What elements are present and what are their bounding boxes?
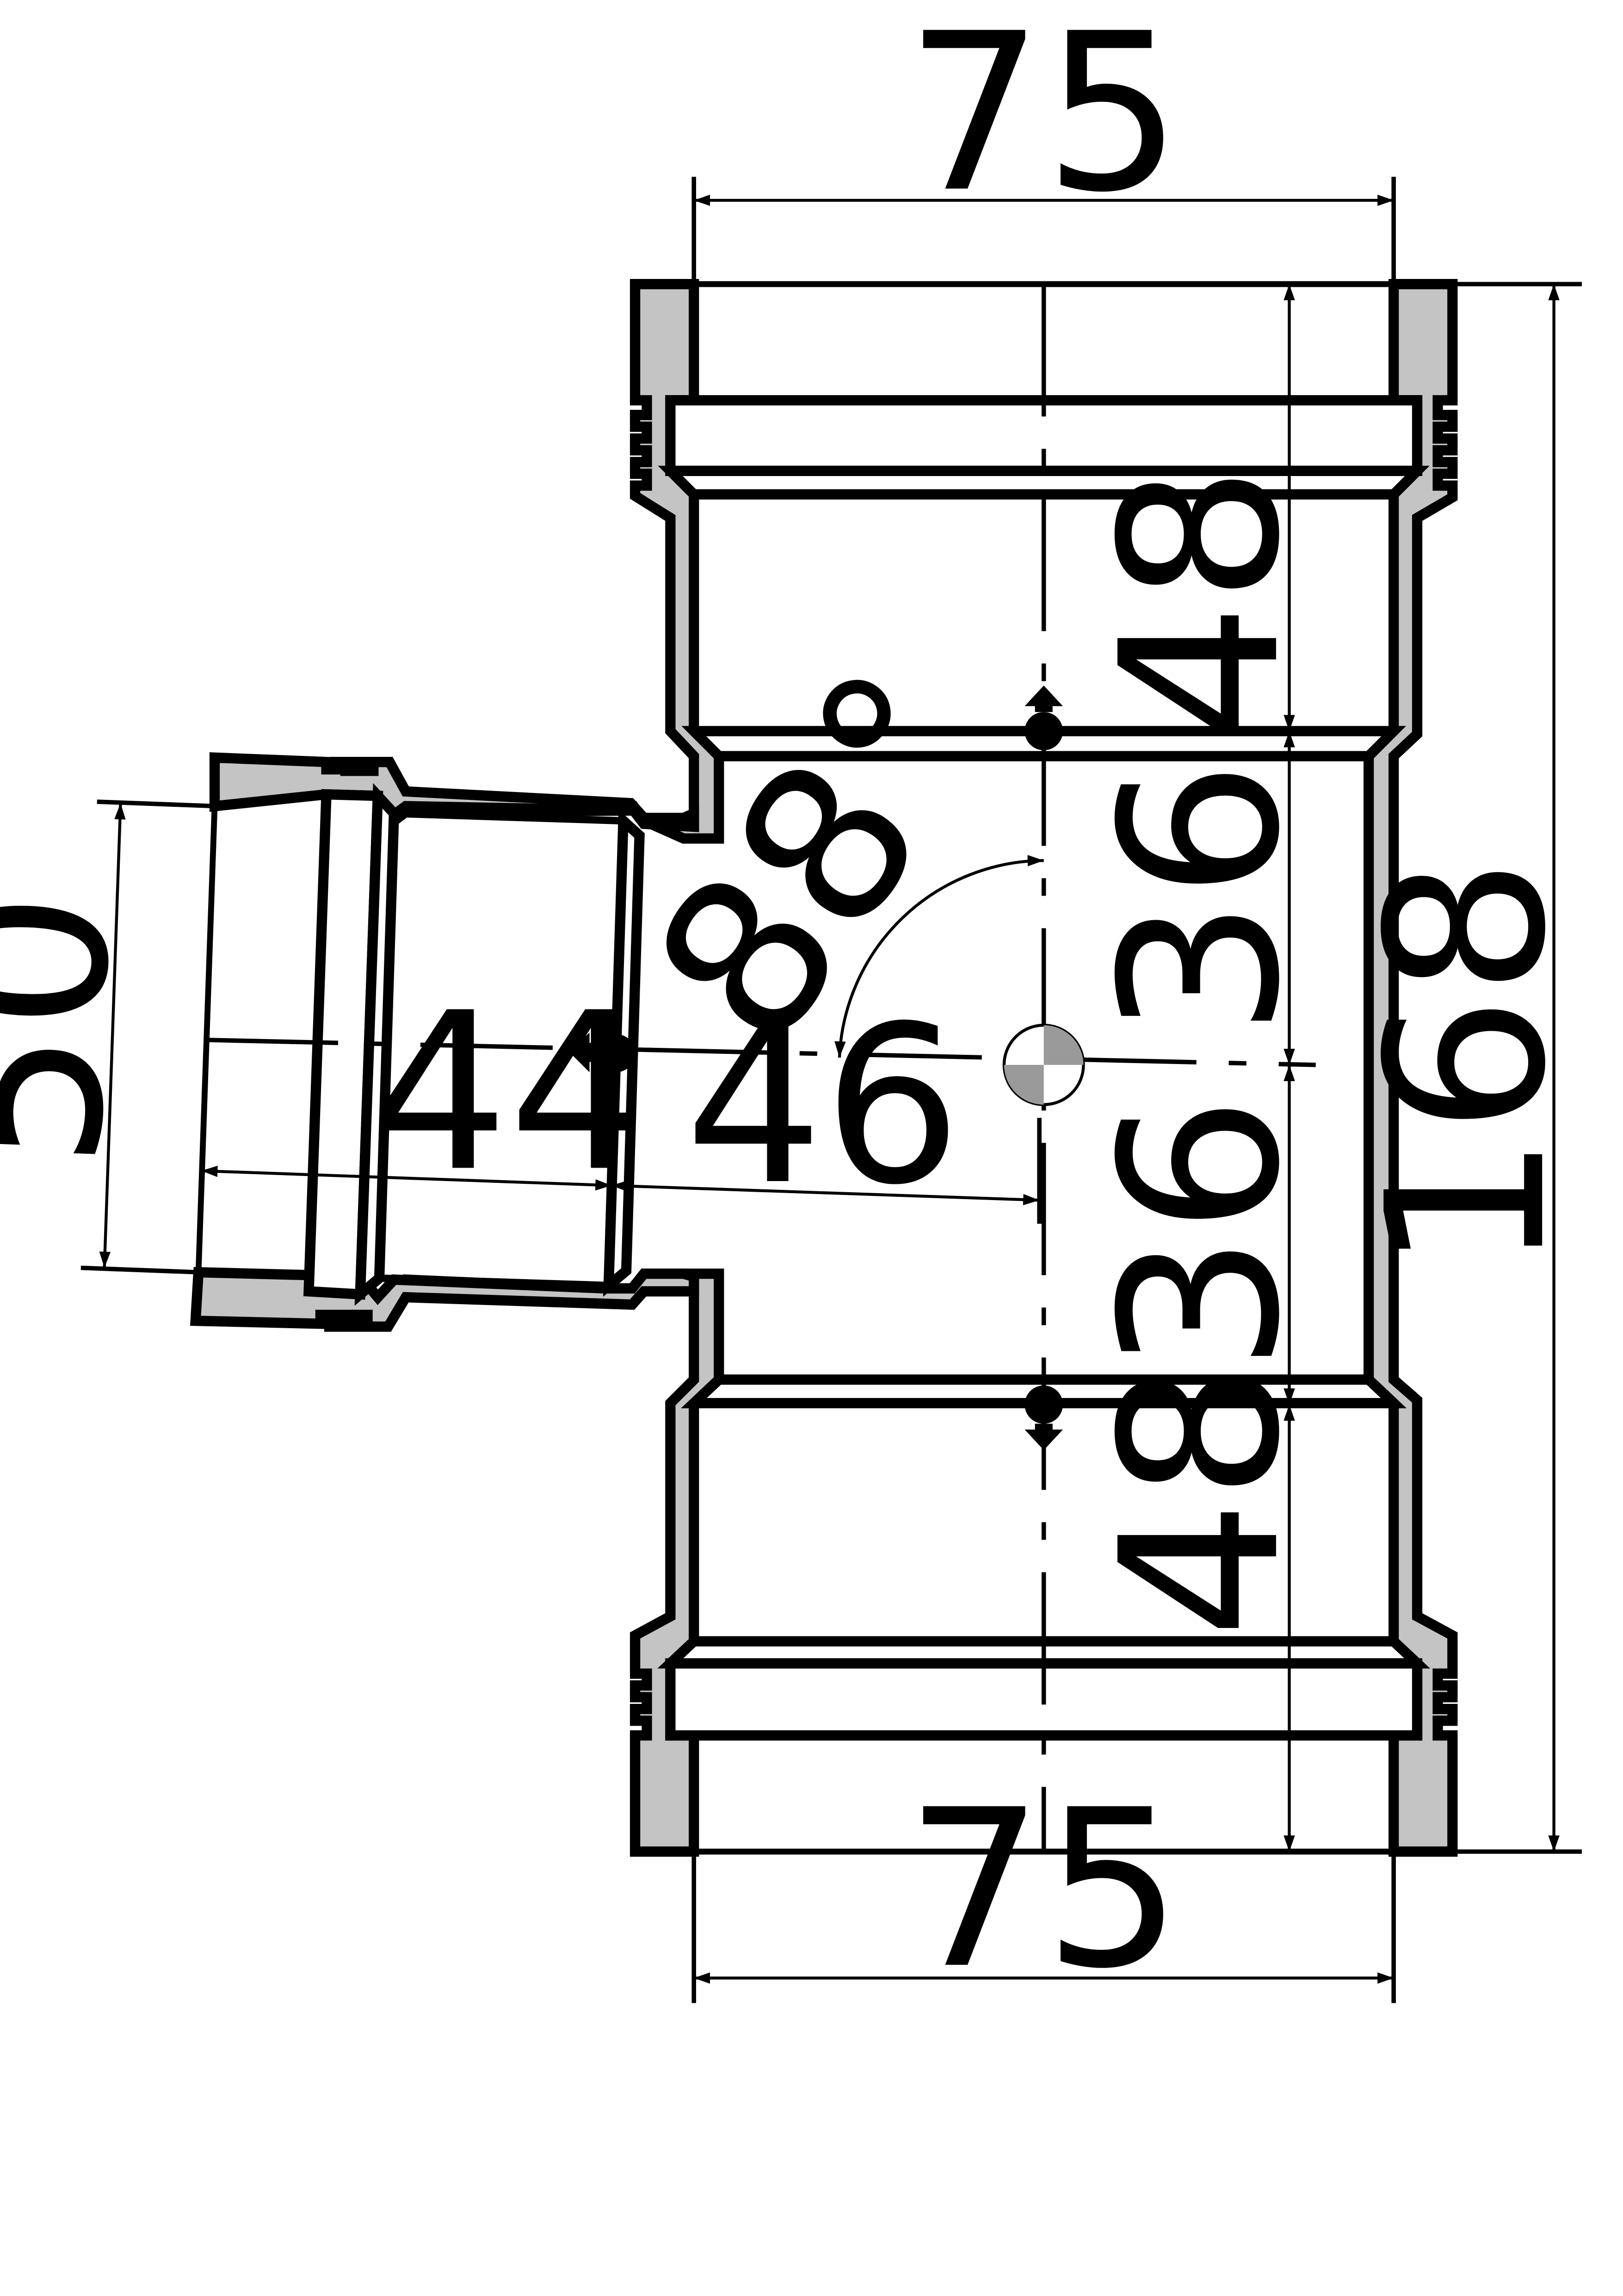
dim-lower-socket-label: 48 xyxy=(1074,1362,1327,1639)
branch-axis xyxy=(205,1038,1316,1067)
flow-left-icon xyxy=(569,1032,636,1072)
dim-upper-half-label: 36 xyxy=(1074,760,1327,1037)
dim-line-branch-socket xyxy=(201,1165,612,1191)
main-left-wall xyxy=(368,279,724,844)
dim-branch-diameter-label: 50 xyxy=(0,887,159,1173)
dim-bottom-width-label: 75 xyxy=(905,1763,1182,2016)
dim-arc-branch-angle xyxy=(834,855,1044,1058)
dim-lower-half-label: 36 xyxy=(1074,1095,1327,1373)
upper-ring-bevel xyxy=(658,465,1430,500)
main-lower-left-wall xyxy=(377,1269,724,1857)
flow-up-icon xyxy=(1024,685,1063,750)
center-lines xyxy=(205,284,1316,1852)
dim-top-width-label: 75 xyxy=(905,0,1182,240)
dim-line-branch-offset xyxy=(611,1180,1040,1206)
dim-overall-height-label: 168 xyxy=(1340,857,1593,1273)
dim-branch-socket-label: 44 xyxy=(370,965,647,1219)
flow-down-icon xyxy=(1024,1385,1063,1450)
dim-upper-socket-label: 48 xyxy=(1074,465,1327,742)
center-target-icon xyxy=(1002,1023,1085,1106)
dim-line-branch-diameter xyxy=(99,803,126,1268)
